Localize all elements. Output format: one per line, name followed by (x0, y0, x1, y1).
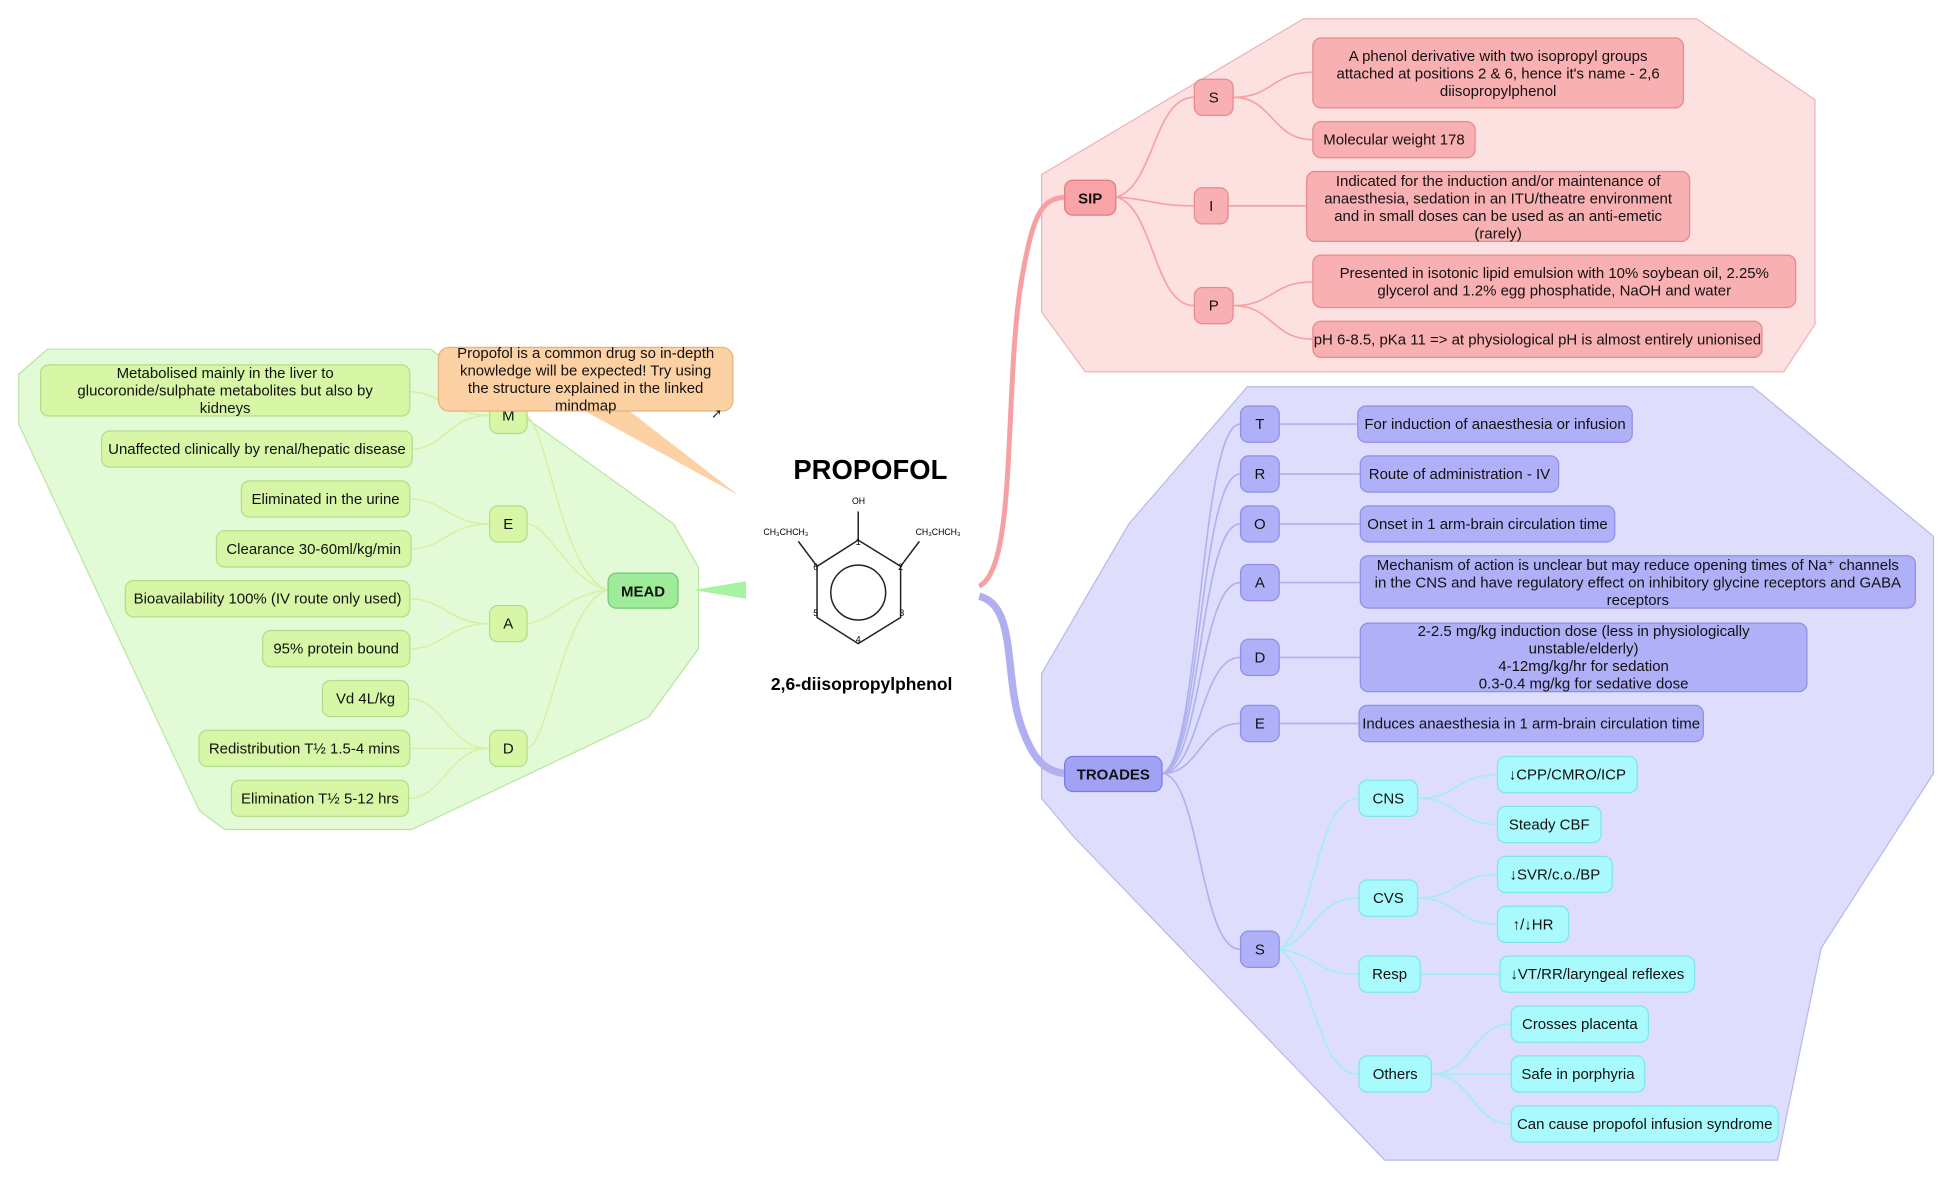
sip-branch[interactable]: SIP (1064, 179, 1117, 216)
troades-a-item[interactable]: Mechanism of action is unclear but may r… (1359, 555, 1917, 609)
sip-s-node[interactable]: S (1193, 78, 1234, 117)
ring-number: 6 (813, 563, 819, 573)
structure-subtitle: 2,6-diisopropylphenol (770, 673, 953, 694)
mead-a-node[interactable]: A (488, 604, 528, 643)
sip-p-item[interactable]: Presented in isotonic lipid emulsion wit… (1312, 254, 1797, 309)
left-isopropyl-label: CH₃CHCH₃ (763, 528, 809, 538)
structure-drawing (797, 511, 920, 645)
troades-t-item[interactable]: For induction of anaesthesia or infusion (1357, 405, 1633, 443)
ring-number: 1 (855, 538, 861, 548)
callout-text: Propofol is a common drug so in-depth kn… (457, 344, 715, 415)
sip-p-node[interactable]: P (1193, 286, 1234, 325)
sip-connectors (1116, 71, 1313, 341)
mead-branch[interactable]: MEAD (607, 572, 679, 609)
troades-a-node[interactable]: A (1239, 563, 1280, 602)
effects-cns-node[interactable]: CNS (1358, 779, 1419, 818)
troades-s-node[interactable]: S (1239, 930, 1280, 968)
sip-s-item[interactable]: A phenol derivative with two isopropyl g… (1312, 37, 1684, 109)
link-arrow-icon[interactable]: ➚ (711, 406, 723, 422)
mead-d-node[interactable]: D (488, 729, 528, 768)
oh-label: OH (851, 497, 866, 507)
troades-o-item[interactable]: Onset in 1 arm-brain circulation time (1359, 505, 1616, 543)
troades-t-node[interactable]: T (1239, 405, 1280, 443)
effects-others-node[interactable]: Others (1358, 1055, 1433, 1093)
troades-r-item[interactable]: Route of administration - IV (1359, 455, 1560, 493)
mead-d-item[interactable]: Vd 4L/kg (321, 679, 410, 718)
mead-d-item[interactable]: Redistribution T½ 1.5-4 mins (198, 729, 411, 768)
effects-others-item[interactable]: Safe in porphyria (1510, 1055, 1646, 1093)
ring-number: 2 (898, 563, 904, 573)
troades-o-node[interactable]: O (1239, 505, 1280, 543)
effects-cns-item[interactable]: ↓CPP/CMRO/ICP (1496, 755, 1638, 794)
troades-main-connector (977, 592, 1065, 778)
troades-r-node[interactable]: R (1239, 455, 1280, 493)
sip-i-node[interactable]: I (1193, 187, 1229, 225)
effects-others-item[interactable]: Crosses placenta (1510, 1005, 1650, 1043)
page-title: PROPOFOL (793, 454, 948, 486)
callout-note[interactable]: Propofol is a common drug so in-depth kn… (437, 344, 734, 415)
mead-m-item[interactable]: Metabolised mainly in the liver to gluco… (39, 364, 411, 417)
mead-a-item[interactable]: 95% protein bound (261, 629, 411, 668)
troades-connectors (1162, 423, 1360, 951)
effects-connectors (1279, 773, 1511, 1125)
mead-m-item[interactable]: Unaffected clinically by renal/hepatic d… (101, 430, 413, 468)
ring-number: 5 (813, 609, 819, 619)
mead-e-item[interactable]: Clearance 30-60ml/kg/min (215, 530, 412, 568)
ring-number: 3 (899, 609, 905, 619)
troades-e-node[interactable]: E (1239, 704, 1280, 743)
callout-pointer (567, 401, 739, 496)
mead-e-item[interactable]: Eliminated in the urine (240, 480, 411, 518)
sip-p-item[interactable]: pH 6-8.5, pKa 11 => at physiological pH … (1312, 320, 1763, 359)
troades-e-item[interactable]: Induces anaesthesia in 1 arm-brain circu… (1358, 704, 1704, 743)
troades-branch[interactable]: TROADES (1064, 755, 1163, 793)
right-isopropyl-label: CH₃CHCH₃ (915, 528, 961, 538)
effects-cvs-item[interactable]: ↓SVR/c.o./BP (1496, 855, 1613, 894)
effects-cns-item[interactable]: Steady CBF (1496, 805, 1602, 844)
ring-number: 4 (855, 636, 861, 645)
troades-region (1040, 386, 1935, 1161)
troades-d-item[interactable]: 2-2.5 mg/kg induction dose (less in phys… (1359, 622, 1808, 693)
sip-s-item[interactable]: Molecular weight 178 (1312, 120, 1476, 159)
mead-d-item[interactable]: Elimination T½ 5-12 hrs (230, 779, 410, 818)
mead-link-taper (693, 581, 746, 599)
effects-others-item[interactable]: Can cause propofol infusion syndrome (1510, 1105, 1779, 1143)
mead-e-node[interactable]: E (488, 505, 528, 543)
sip-main-connector (977, 194, 1065, 589)
effects-cvs-node[interactable]: CVS (1358, 879, 1419, 917)
sip-i-item[interactable]: Indicated for the induction and/or maint… (1306, 170, 1691, 242)
effects-cvs-item[interactable]: ↑/↓HR (1496, 905, 1570, 944)
effects-resp-node[interactable]: Resp (1358, 955, 1421, 993)
effects-resp-item[interactable]: ↓VT/RR/laryngeal reflexes (1499, 955, 1696, 993)
troades-d-node[interactable]: D (1239, 638, 1280, 677)
mead-a-item[interactable]: Bioavailability 100% (IV route only used… (124, 580, 411, 618)
